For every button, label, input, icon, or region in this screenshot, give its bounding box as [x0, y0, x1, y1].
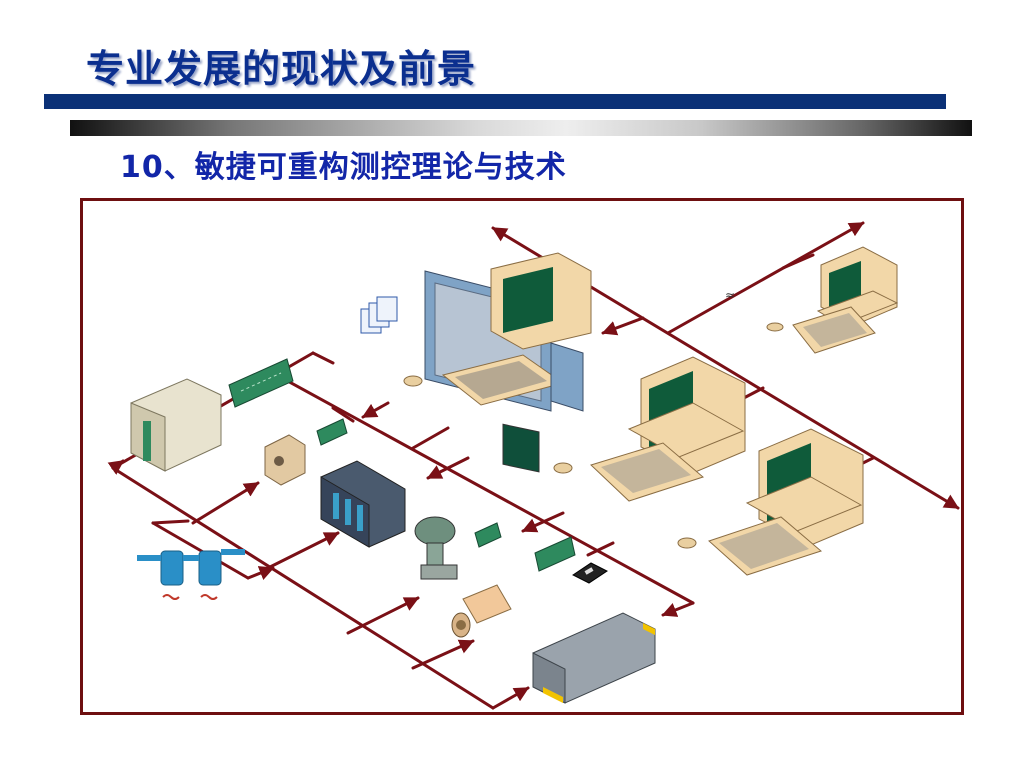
network-line — [151, 521, 250, 580]
network-line — [601, 316, 645, 336]
network-diagram-frame: ≈ — [80, 198, 964, 715]
network-line — [411, 426, 450, 450]
network-line — [191, 481, 260, 525]
network-line — [111, 466, 495, 710]
network-line — [661, 601, 695, 617]
small-module-icon — [264, 434, 306, 486]
data-acquisition-card-icon — [474, 522, 502, 548]
network-line — [586, 541, 615, 557]
network-line — [411, 639, 475, 670]
network-line — [361, 401, 390, 419]
network-line — [491, 686, 530, 710]
section-subtitle: 10、敏捷可重构测控理论与技术 — [120, 150, 567, 185]
network-lines — [107, 221, 960, 710]
gradient-divider-bar — [70, 120, 972, 136]
storage-tanks-icon — [137, 549, 245, 600]
network-diagram: ≈ — [107, 221, 960, 710]
circuit-board-icon — [228, 358, 294, 408]
network-line — [781, 253, 815, 270]
data-acquisition-card-icon — [316, 418, 348, 446]
network-line — [666, 221, 865, 335]
floppy-disk-icon — [572, 562, 608, 584]
page-title: 专业发展的现状及前景 — [86, 46, 477, 91]
network-line — [521, 511, 565, 533]
network-line — [151, 519, 190, 525]
network-line — [271, 371, 695, 605]
title-underline-bar — [44, 94, 946, 109]
network-line — [266, 531, 340, 570]
plc-modules-icon — [320, 460, 406, 548]
data-acquisition-card-icon — [534, 536, 576, 572]
pressure-transmitter-icon — [414, 516, 458, 580]
network-line — [246, 566, 275, 580]
instrument-rack-icon — [130, 378, 222, 472]
desktop-computer-icon — [766, 246, 899, 354]
camera-icon — [451, 584, 512, 638]
workstation-icon — [403, 252, 592, 473]
network-line — [426, 456, 470, 480]
industrial-controller-icon — [532, 612, 656, 704]
document-stack-icon — [360, 296, 398, 334]
desktop-computer-icon — [553, 356, 746, 502]
desktop-computer-icon — [677, 428, 864, 576]
network-line — [331, 406, 355, 423]
network-line — [346, 596, 420, 635]
network-line — [311, 351, 335, 365]
line-break-mark: ≈ — [725, 288, 735, 302]
network-line — [107, 459, 125, 475]
